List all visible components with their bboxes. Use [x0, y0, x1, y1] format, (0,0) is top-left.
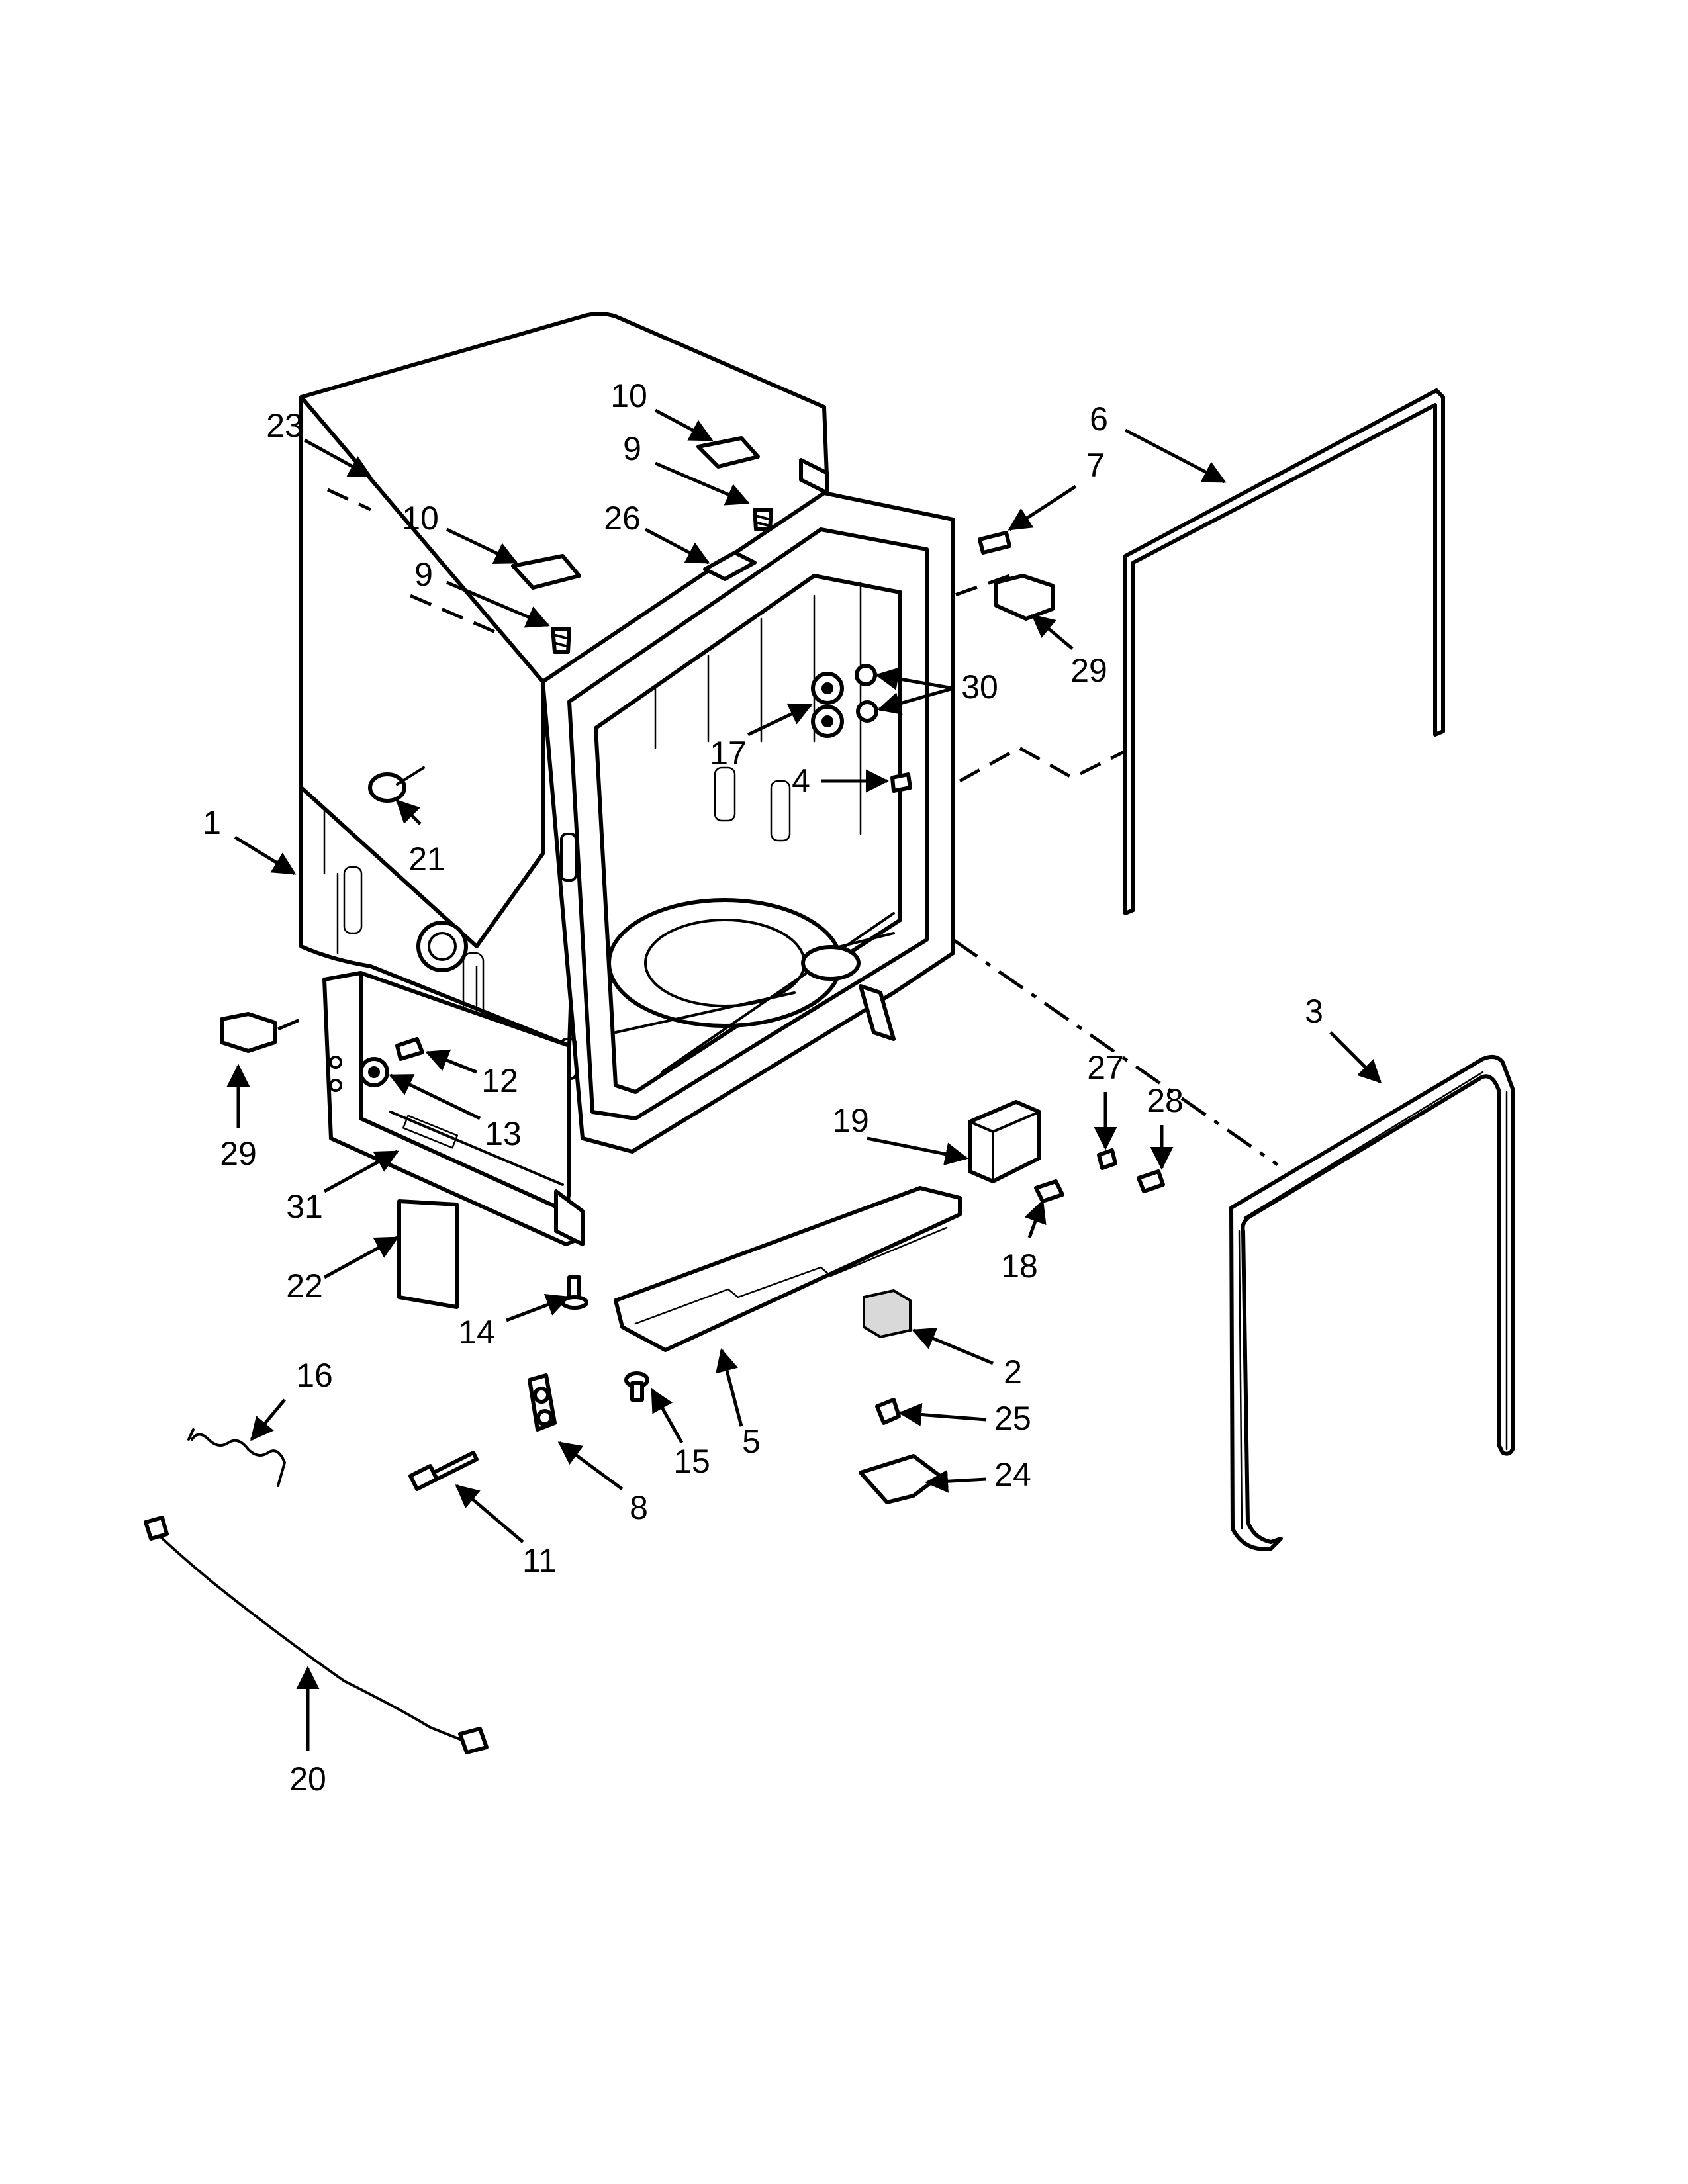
- gasket-3: [1229, 1054, 1515, 1551]
- callout-25: 25: [994, 1400, 1031, 1437]
- base-frame: [322, 971, 585, 1246]
- foot-15: [624, 1371, 649, 1402]
- callout-1: 1: [203, 804, 221, 841]
- label-22: [397, 1199, 459, 1309]
- screw-9-right: [753, 508, 773, 531]
- callout-23: 23: [266, 407, 303, 444]
- washer-30-a: [855, 664, 877, 686]
- callout-26: 26: [604, 500, 641, 537]
- callout-labels: 23 10 9 10 9 26 6 7 29 30 17 4 1 21 3 12…: [203, 377, 1323, 1797]
- washer-30-b: [856, 700, 878, 723]
- clip-27: [1097, 1148, 1117, 1170]
- cap-29-right: [994, 574, 1055, 621]
- callout-21: 21: [408, 841, 445, 878]
- bracket-24: [859, 1454, 942, 1504]
- switch-2: [863, 1289, 912, 1339]
- callout-4: 4: [792, 762, 810, 799]
- callout-12: 12: [481, 1062, 518, 1099]
- callout-9: 9: [414, 556, 433, 593]
- bracket-19: [968, 1100, 1041, 1183]
- callout-2: 2: [1004, 1353, 1022, 1390]
- callout-18: 18: [1001, 1248, 1038, 1285]
- screw-7: [978, 531, 1011, 555]
- callout-22: 22: [286, 1267, 323, 1304]
- bolt-11: [408, 1451, 479, 1491]
- callout-19: 19: [832, 1102, 869, 1139]
- callout-20: 20: [289, 1760, 326, 1797]
- callout-8: 8: [630, 1489, 648, 1526]
- callout-16: 16: [296, 1357, 333, 1394]
- screw-28: [1137, 1169, 1165, 1193]
- callout-15: 15: [673, 1443, 710, 1480]
- callout-6: 6: [1090, 400, 1108, 437]
- tub-assembly: [299, 312, 955, 1154]
- callout-17: 17: [710, 735, 747, 772]
- leader-lines: [226, 408, 1382, 1751]
- callout-9: 9: [623, 430, 641, 467]
- screw-18: [1034, 1179, 1064, 1203]
- leg-14: [561, 1275, 588, 1310]
- callout-27: 27: [1087, 1049, 1124, 1086]
- plate-5: [614, 1186, 962, 1352]
- callout-5: 5: [742, 1423, 761, 1460]
- grommet-plate-8: [528, 1373, 557, 1432]
- callout-14: 14: [458, 1314, 495, 1351]
- callout-29: 29: [1070, 652, 1107, 689]
- callout-10: 10: [402, 500, 439, 537]
- callout-30: 30: [961, 668, 998, 705]
- fitting-4: [890, 772, 912, 793]
- cap-29-left: [220, 1012, 277, 1053]
- hinge-bracket-10-left: [511, 554, 581, 590]
- clip-25: [875, 1398, 901, 1425]
- callout-31: 31: [286, 1188, 323, 1225]
- callout-29: 29: [220, 1135, 257, 1172]
- callout-10: 10: [610, 377, 647, 414]
- spring-16: [187, 1428, 286, 1487]
- hinge-bracket-10-right: [696, 436, 760, 469]
- callout-24: 24: [994, 1456, 1031, 1493]
- callout-13: 13: [485, 1115, 522, 1152]
- gasket-6: [1123, 388, 1445, 915]
- plug-21: [368, 772, 406, 803]
- screw-12: [395, 1037, 424, 1061]
- callout-3: 3: [1305, 993, 1323, 1030]
- screw-9-left: [551, 627, 571, 654]
- callout-7: 7: [1086, 447, 1105, 484]
- callout-28: 28: [1147, 1082, 1184, 1119]
- callout-11: 11: [522, 1542, 557, 1579]
- cable-20: [151, 1527, 465, 1742]
